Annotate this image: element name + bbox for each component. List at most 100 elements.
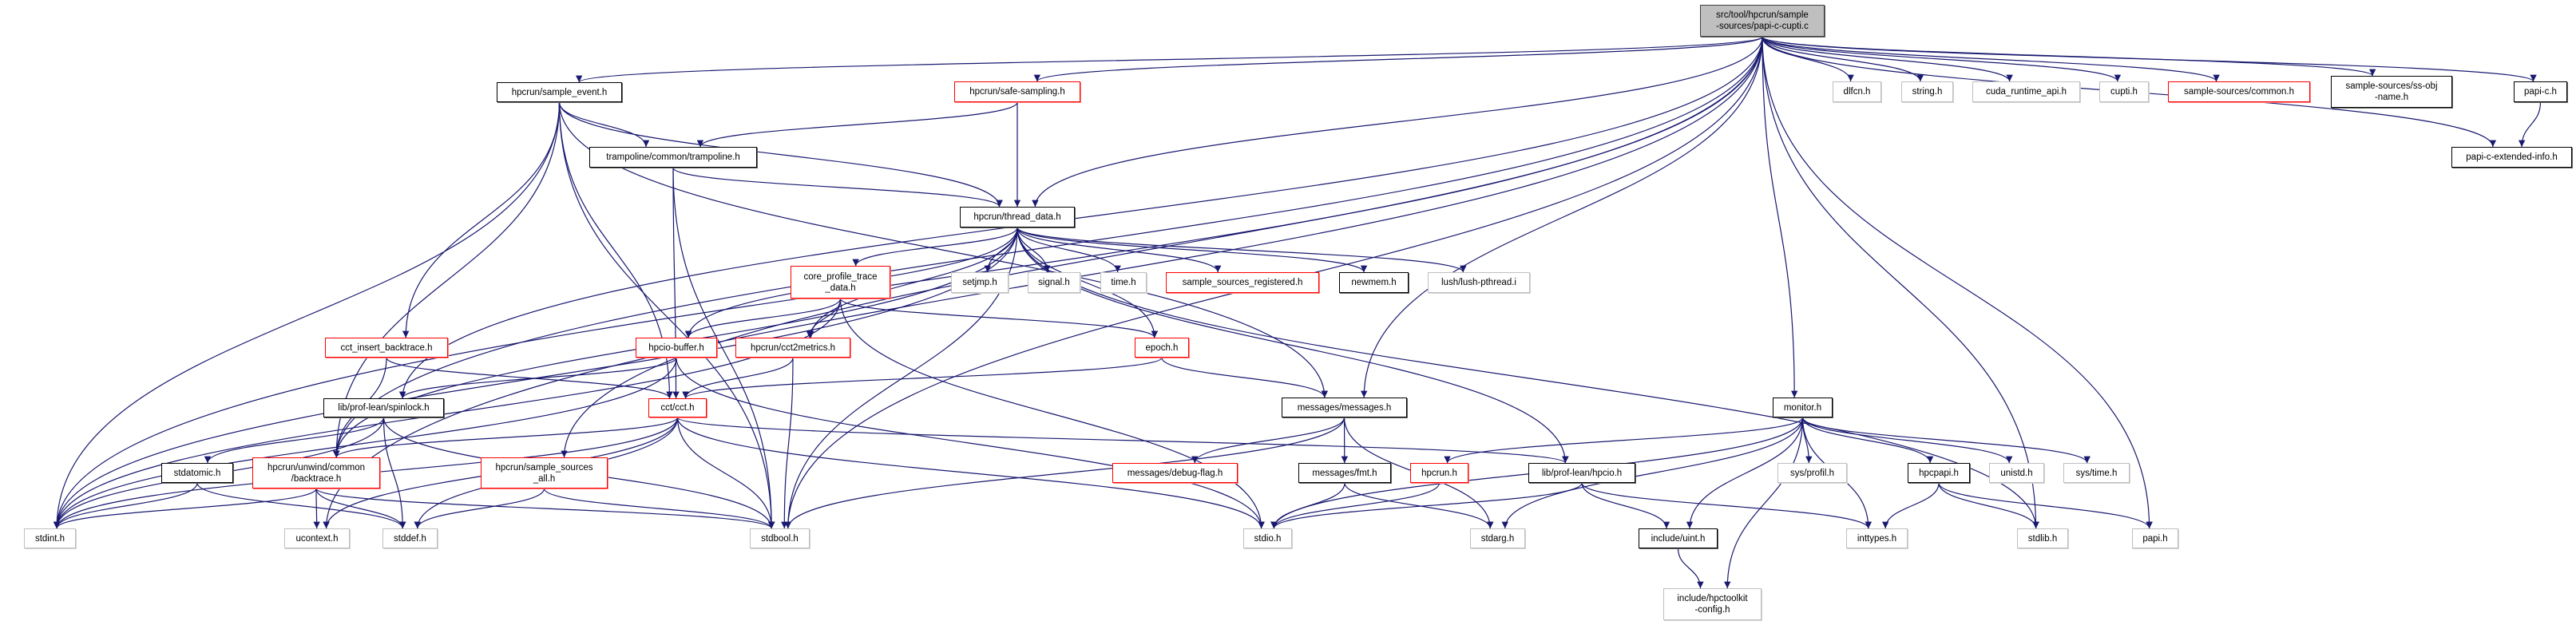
node-stdarg[interactable]: stdarg.h	[1470, 528, 1525, 548]
node-dlfcn[interactable]: dlfcn.h	[1833, 81, 1881, 102]
node-papi[interactable]: papi.h	[2132, 528, 2178, 548]
edge-cct-to-backtrace	[333, 417, 679, 458]
node-string[interactable]: string.h	[1901, 81, 1953, 102]
node-newmem[interactable]: newmem.h	[1339, 272, 1409, 293]
edge-core_profile-to-stdio	[839, 298, 1265, 529]
edge-monitor-to-hpcpapi	[1801, 417, 1934, 464]
node-label: hpcrun/sample_sources	[495, 462, 593, 473]
node-label: epoch.h	[1145, 342, 1179, 353]
node-trampoline[interactable]: trampoline/common/trampoline.h	[589, 147, 757, 168]
node-label: stdarg.h	[1480, 533, 1515, 544]
node-label: time.h	[1111, 278, 1136, 287]
edge-sample_event-to-stdint	[53, 101, 561, 529]
node-stddef[interactable]: stddef.h	[382, 528, 438, 548]
node-label: sys/time.h	[2075, 468, 2118, 478]
edge-sample_event-to-cct_insert	[402, 101, 561, 338]
edge-core_profile-to-epoch	[839, 298, 1158, 338]
node-thread-data[interactable]: hpcrun/thread_data.h	[960, 207, 1075, 227]
edge-monitor-to-stdarg	[1501, 417, 1804, 529]
node-time[interactable]: time.h	[1100, 272, 1147, 293]
node-stdint[interactable]: stdint.h	[24, 528, 76, 548]
node-label: cct_insert_backtrace.h	[340, 342, 433, 353]
node-unistd[interactable]: unistd.h	[1989, 463, 2044, 483]
edge-ss_all-to-stdbool	[543, 488, 775, 529]
node-label: hpcio-buffer.h	[648, 342, 704, 353]
node-cct-insert[interactable]: cct_insert_backtrace.h	[325, 338, 448, 358]
node-label: sample_sources_registered.h	[1182, 278, 1303, 287]
edge-monitor-to-hpcrun_h	[1444, 417, 1804, 464]
node-sample-event[interactable]: hpcrun/sample_event.h	[497, 82, 622, 102]
edge-thread_data-to-epoch	[1017, 227, 1159, 338]
node-label: stdatomic.h	[173, 468, 221, 478]
node-epoch[interactable]: epoch.h	[1135, 338, 1189, 358]
edge-monitor-to-uint	[1686, 417, 1804, 529]
node-ucontext[interactable]: ucontext.h	[284, 528, 350, 548]
node-setjmp[interactable]: setjmp.h	[951, 272, 1009, 293]
node-label: ucontext.h	[295, 533, 339, 544]
node-hpcio[interactable]: lib/prof-lean/hpcio.h	[1528, 463, 1635, 483]
node-stdatomic[interactable]: stdatomic.h	[161, 463, 233, 483]
node-uint[interactable]: include/uint.h	[1639, 528, 1718, 548]
edge-root-to-safe_sampling	[1033, 36, 1763, 82]
edge-epoch-to-messages	[1161, 357, 1328, 398]
node-ss-common[interactable]: sample-sources/common.h	[2168, 81, 2310, 102]
edge-safe_sampling-to-trampoline	[696, 101, 1018, 148]
edge-backtrace-to-stddef	[315, 488, 406, 529]
node-sys-profil[interactable]: sys/profil.h	[1777, 463, 1847, 483]
edge-stdatomic-to-stddef	[196, 482, 406, 529]
node-monitor[interactable]: monitor.h	[1773, 398, 1833, 417]
node-cupti[interactable]: cupti.h	[2099, 81, 2149, 102]
node-label: stdio.h	[1254, 533, 1282, 544]
node-label: hpcrun.h	[1421, 468, 1457, 478]
edge-thread_data-to-hpcio	[1017, 227, 1569, 464]
node-stdlib[interactable]: stdlib.h	[2017, 528, 2068, 548]
edge-thread_data-to-cct2metrics	[807, 227, 1018, 338]
node-hpctk-config[interactable]: include/hpctoolkit-config.h	[1663, 588, 1762, 620]
edge-hpcio_buffer-to-stdint	[53, 357, 677, 529]
node-label: messages/messages.h	[1297, 402, 1392, 413]
node-papi-c-ext[interactable]: papi-c-extended-info.h	[2451, 147, 2572, 168]
edge-hpcio-to-inttypes	[1581, 482, 1872, 529]
edge-core_profile-to-stdint	[53, 298, 842, 529]
node-inttypes[interactable]: inttypes.h	[1846, 528, 1908, 548]
edge-thread_data-to-ss_registered	[1017, 227, 1222, 273]
node-ss-all[interactable]: hpcrun/sample_sources_all.h	[481, 457, 608, 489]
node-label: stddef.h	[394, 533, 426, 544]
node-core-profile[interactable]: core_profile_trace_data.h	[791, 266, 890, 299]
node-sys-time[interactable]: sys/time.h	[2063, 463, 2130, 483]
node-stdbool[interactable]: stdbool.h	[750, 528, 810, 548]
node-safe-sampling[interactable]: hpcrun/safe-sampling.h	[954, 81, 1080, 102]
edge-cct_insert-to-cct	[386, 357, 673, 399]
node-papi-c[interactable]: papi-c.h	[2514, 81, 2567, 102]
node-signal[interactable]: signal.h	[1028, 272, 1080, 293]
node-hpcpapi[interactable]: hpcpapi.h	[1908, 463, 1970, 483]
node-ss-obj-name[interactable]: sample-sources/ss-obj-name.h	[2331, 76, 2452, 108]
node-debug-flag[interactable]: messages/debug-flag.h	[1112, 463, 1238, 483]
node-label: papi-c-extended-info.h	[2466, 152, 2558, 162]
edge-root-to-papi_c	[1762, 36, 2537, 82]
node-label: setjmp.h	[962, 278, 997, 287]
node-lush[interactable]: lush/lush-pthread.i	[1428, 272, 1530, 293]
node-label: stdlib.h	[2027, 533, 2058, 544]
node-cct2metrics[interactable]: hpcrun/cct2metrics.h	[735, 338, 850, 358]
node-cuda-runtime[interactable]: cuda_runtime_api.h	[1972, 81, 2080, 102]
node-label: lib/prof-lean/spinlock.h	[338, 403, 430, 413]
node-root[interactable]: src/tool/hpcrun/sample-sources/papi-c-cu…	[1700, 5, 1825, 37]
node-label: _data.h	[825, 283, 856, 293]
edge-thread_data-to-lush	[1017, 227, 1467, 273]
node-label: lib/prof-lean/hpcio.h	[1541, 468, 1623, 478]
node-label: hpcrun/thread_data.h	[973, 212, 1061, 222]
node-fmt[interactable]: messages/fmt.h	[1298, 463, 1391, 483]
node-cct[interactable]: cct/cct.h	[648, 398, 707, 417]
node-spinlock[interactable]: lib/prof-lean/spinlock.h	[323, 398, 444, 417]
edge-root-to-backtrace	[333, 36, 1763, 458]
node-ss-registered[interactable]: sample_sources_registered.h	[1166, 272, 1319, 293]
edge-root-to-thread_data	[1032, 36, 1763, 208]
node-stdio[interactable]: stdio.h	[1243, 528, 1292, 548]
node-backtrace[interactable]: hpcrun/unwind/common/backtrace.h	[252, 457, 380, 489]
node-messages[interactable]: messages/messages.h	[1282, 398, 1407, 417]
edge-hpcio-to-stdio	[1270, 482, 1583, 529]
edge-hpcpapi-to-papi	[1938, 482, 2153, 529]
node-hpcrun-h[interactable]: hpcrun.h	[1410, 463, 1468, 483]
node-hpcio-buffer[interactable]: hpcio-buffer.h	[636, 338, 717, 358]
